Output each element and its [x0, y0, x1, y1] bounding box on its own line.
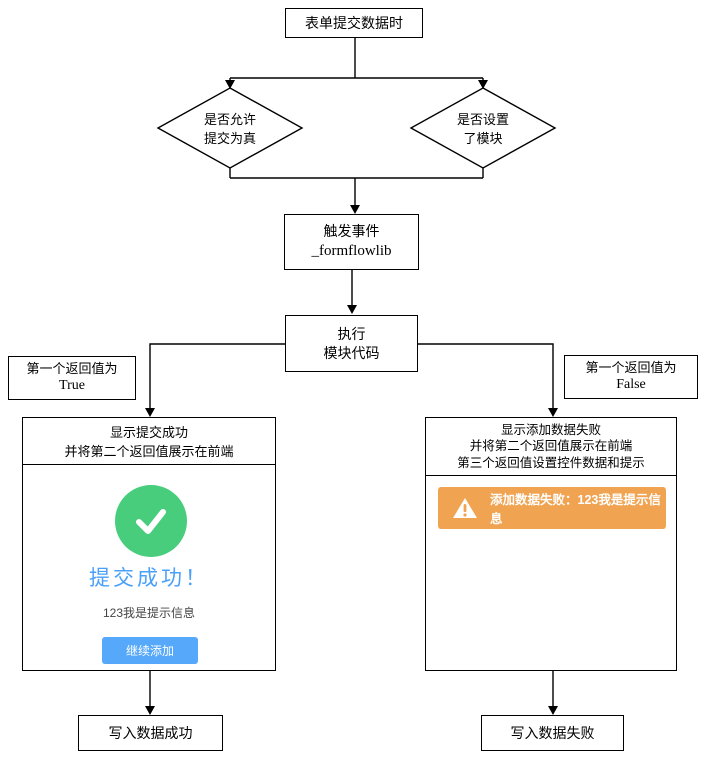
execute-module-line2: 模块代码 [323, 344, 380, 361]
edge-decisions-merge [229, 168, 484, 206]
check-icon [136, 509, 166, 534]
end-fail-node: 写入数据失败 [481, 715, 624, 751]
execute-module-node: 执行 模块代码 [285, 315, 418, 372]
end-success-node: 写入数据成功 [78, 715, 223, 751]
branch-true-line2: True [59, 378, 85, 394]
success-header-line1: 显示提交成功 [109, 425, 188, 440]
fail-result-header: 显示添加数据失败 并将第二个返回值展示在前端 第三个返回值设置控件数据和提示 [426, 418, 676, 475]
fail-header-line1: 显示添加数据失败 [500, 423, 601, 438]
branch-false-line2: False [616, 377, 646, 393]
trigger-event-line2: _formflowlib [311, 243, 392, 260]
trigger-event-line1: 触发事件 [323, 223, 380, 240]
arrowheads [145, 80, 558, 715]
success-result-header: 显示提交成功 并将第二个返回值展示在前端 [23, 418, 275, 464]
end-success-label: 写入数据成功 [108, 724, 193, 741]
decision-left-line1: 是否允许 [203, 112, 256, 127]
decision-right-line2: 了模块 [463, 131, 503, 146]
success-header-divider [23, 464, 275, 465]
success-check-badge [115, 485, 187, 557]
success-dialog-title: 提交成功！ [89, 567, 209, 590]
edge-exec-left [149, 343, 285, 409]
branch-true-line1: 第一个返回值为 [26, 360, 118, 376]
decision-right-line1: 是否设置 [456, 112, 509, 127]
fail-header-line2: 并将第二个返回值展示在前端 [469, 439, 633, 454]
branch-false-label: 第一个返回值为 False [564, 355, 698, 399]
branch-false-line1: 第一个返回值为 [585, 359, 677, 375]
decision-right-diamond [409, 87, 557, 169]
fail-alert-text: 添加数据失败：123我是提示信息 [490, 493, 661, 526]
fail-result-box: 显示添加数据失败 并将第二个返回值展示在前端 第三个返回值设置控件数据和提示 添… [425, 417, 677, 671]
fail-header-divider [426, 475, 676, 476]
decision-left-line2: 提交为真 [203, 131, 256, 146]
warning-triangle-icon [452, 496, 478, 520]
start-node: 表单提交数据时 [285, 8, 423, 38]
success-result-box: 显示提交成功 并将第二个返回值展示在前端 提交成功！ 123我是提示信息 继续添… [22, 417, 276, 671]
continue-add-button[interactable]: 继续添加 [102, 637, 198, 664]
edge-exec-right [418, 343, 554, 409]
trigger-event-node: 触发事件 _formflowlib [284, 214, 419, 270]
decision-right-label: 是否设置 了模块 [411, 100, 555, 156]
branch-true-label: 第一个返回值为 True [8, 356, 136, 400]
edge-start-split [229, 38, 484, 80]
success-header-line2: 并将第二个返回值展示在前端 [64, 444, 234, 459]
success-dialog-message: 123我是提示信息 [102, 606, 196, 620]
execute-module-line1: 执行 [337, 325, 366, 342]
decision-left-diamond [156, 87, 304, 169]
end-fail-label: 写入数据失败 [510, 724, 595, 741]
decision-left-label: 是否允许 提交为真 [158, 100, 302, 156]
fail-alert-banner: 添加数据失败：123我是提示信息 [438, 487, 666, 529]
start-node-label: 表单提交数据时 [305, 14, 403, 31]
fail-header-line3: 第三个返回值设置控件数据和提示 [457, 455, 645, 470]
